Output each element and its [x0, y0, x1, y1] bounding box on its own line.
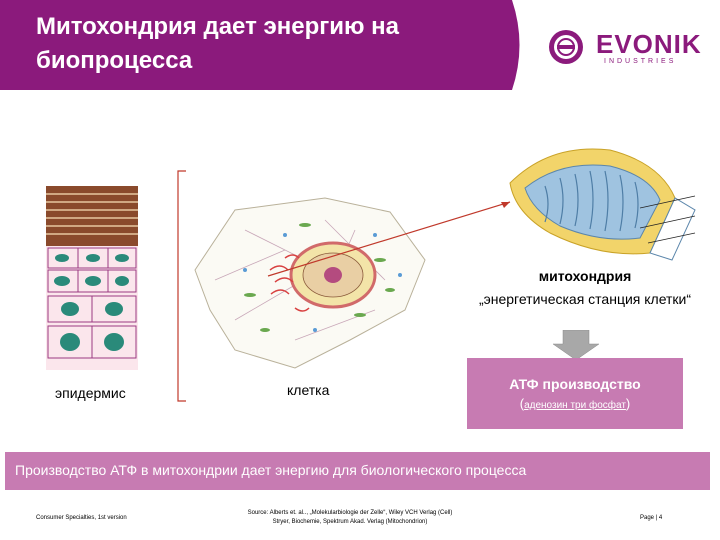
- atp-subtitle: (аденозин три фосфат): [467, 396, 683, 411]
- down-arrow-icon: [552, 330, 600, 360]
- bracket-line: [177, 170, 186, 402]
- summary-text: Производство АТФ в митохондрии дает энер…: [15, 462, 527, 478]
- title-bar-shape: [0, 0, 520, 90]
- logo-subtitle: INDUSTRIES: [604, 58, 677, 65]
- mitochondrion-label: митохондрия: [538, 268, 632, 284]
- source-line-2: Stryer, Biochemie, Spektrum Akad. Verlag…: [272, 519, 428, 525]
- page-title: Митохондрия дает энергию на биопроцесса: [36, 13, 400, 74]
- footer-left: Consumer Specialties, 1st version: [36, 515, 127, 521]
- cell-label: клетка: [287, 382, 330, 398]
- epidermis-illustration: [46, 186, 138, 370]
- atp-paren-close: ): [625, 396, 631, 411]
- atp-production-box: АТФ производство (аденозин три фосфат): [467, 358, 683, 429]
- page-number: Page | 4: [640, 515, 663, 521]
- cell-illustration: [194, 197, 426, 369]
- mitochondrion-illustration: [509, 148, 696, 261]
- evonik-logo: EVONIK INDUSTRIES: [544, 27, 704, 72]
- evonik-emblem-icon: [549, 30, 583, 64]
- atp-title: АТФ производство: [509, 376, 641, 392]
- source-note: Source: Alberts et. al.., „Molekularbiol…: [230, 509, 470, 527]
- mitochondrion-caption: „энергетическая станция клетки“: [478, 291, 692, 307]
- logo-wordmark: EVONIK: [596, 29, 702, 59]
- source-line-1: Source: Alberts et. al.., „Molekularbiol…: [247, 510, 453, 516]
- epidermis-label: эпидермис: [55, 385, 126, 401]
- title-bar: Митохондрия дает энергию на биопроцесса: [0, 0, 527, 90]
- atp-paren-open: (: [519, 396, 525, 411]
- summary-banner: Производство АТФ в митохондрии дает энер…: [5, 452, 710, 490]
- atp-definition-link[interactable]: аденозин три фосфат: [524, 400, 626, 411]
